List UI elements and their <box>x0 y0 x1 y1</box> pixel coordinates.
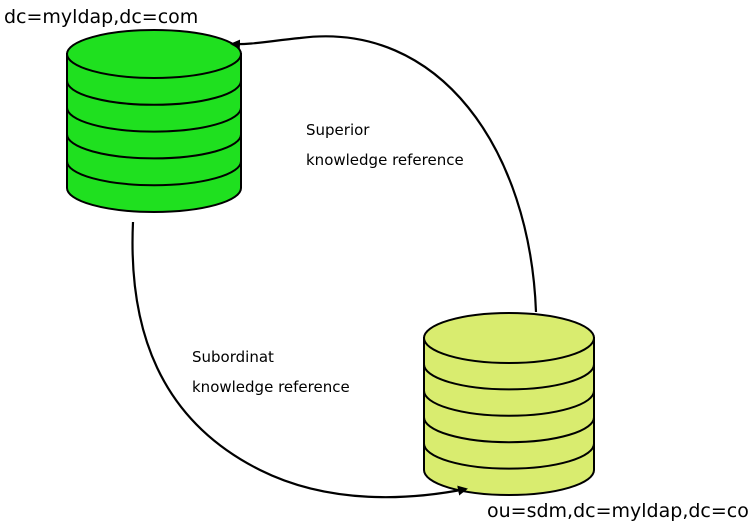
database-top <box>423 312 595 364</box>
database-disk-line <box>423 390 595 417</box>
top-database-icon <box>66 29 242 213</box>
database-disk-line <box>66 161 242 187</box>
superior-reference-label-line2: knowledge reference <box>306 151 464 169</box>
subordinate-reference-label-line1: Subordinat <box>192 348 274 366</box>
database-body <box>66 53 242 213</box>
database-disk-line <box>66 134 242 160</box>
superior-reference-label-line1: Superior <box>306 121 370 139</box>
database-disk-line <box>423 417 595 444</box>
database-disk-line <box>66 107 242 133</box>
database-disk-line <box>66 80 242 106</box>
superior-reference-arrow <box>230 35 538 313</box>
subordinate-reference-label-line2: knowledge reference <box>192 378 350 396</box>
subordinate-reference-label: Subordinat knowledge reference <box>192 342 350 402</box>
top-database-label: dc=myldap,dc=com <box>4 6 199 28</box>
database-disk-line <box>423 443 595 470</box>
database-disk-line <box>423 364 595 391</box>
bottom-database-label: ou=sdm,dc=myldap,dc=com <box>487 500 748 522</box>
superior-reference-label: Superior knowledge reference <box>306 115 464 175</box>
bottom-database-icon <box>423 312 595 496</box>
database-top <box>66 29 242 79</box>
subordinate-reference-arrow <box>131 221 468 499</box>
